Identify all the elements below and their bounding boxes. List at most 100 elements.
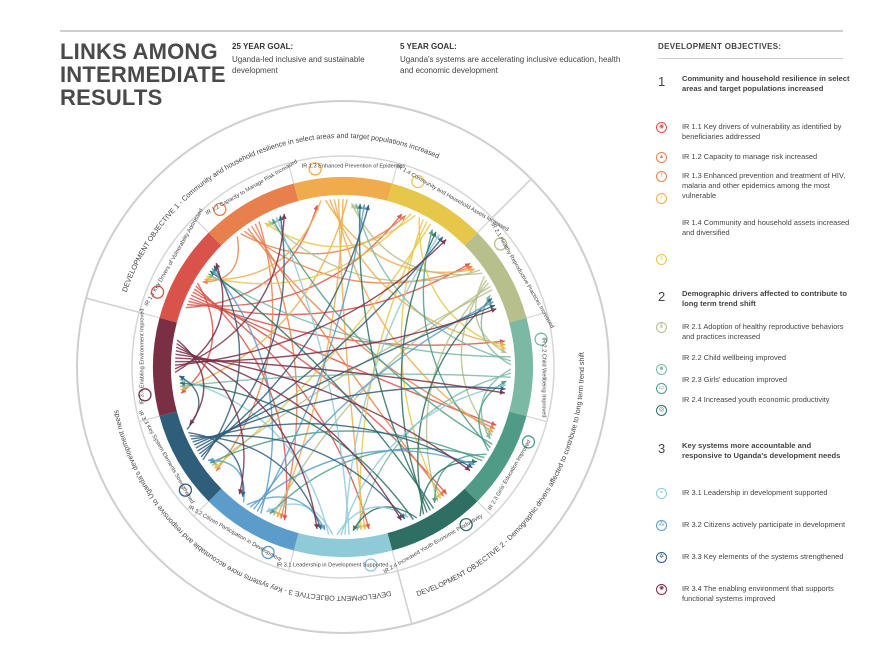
legend-item-label: IR 2.2 Child wellbeing improved bbox=[682, 353, 786, 362]
ir-icon-badge bbox=[534, 332, 548, 346]
sun-icon: ✺ bbox=[656, 584, 667, 595]
ir-link-arrowhead bbox=[490, 421, 497, 426]
ir-link-arrowhead bbox=[500, 348, 507, 353]
ir-link bbox=[180, 198, 349, 391]
legend-item-label: IR 2.1 Adoption of healthy reproductive … bbox=[682, 322, 844, 341]
legend-item-label: IR 3.4 The enabling environment that sup… bbox=[682, 584, 834, 603]
ir-link bbox=[186, 213, 403, 307]
book-icon: ▭ bbox=[656, 383, 667, 394]
ir-link-arrowhead bbox=[275, 217, 281, 223]
ir-link-arrowhead bbox=[489, 304, 495, 310]
objective-number: 2 bbox=[658, 289, 666, 304]
ir-link-arrowhead bbox=[490, 307, 497, 313]
goal-25-text: Uganda-led inclusive and sustainable dev… bbox=[232, 55, 365, 75]
ir-link-arrowhead bbox=[266, 507, 272, 512]
ir-link bbox=[422, 229, 491, 449]
ir-link-arrowhead bbox=[202, 279, 208, 285]
ir-link-arrowhead bbox=[396, 213, 402, 220]
ir-link-arrowhead bbox=[320, 524, 326, 531]
ir-link bbox=[189, 435, 322, 530]
legend-item-label: IR 3.2 Citizens actively participate in … bbox=[682, 520, 846, 529]
legend-divider bbox=[658, 58, 843, 59]
title-line-3: RESULTS bbox=[60, 85, 163, 110]
ir-link-arrowhead bbox=[500, 385, 506, 392]
ir-link-arrowhead bbox=[399, 513, 405, 519]
legend-title: DEVELOPMENT OBJECTIVES: bbox=[658, 42, 782, 51]
ir-link bbox=[256, 204, 366, 512]
segment-spoke bbox=[193, 217, 210, 234]
ir-link bbox=[176, 339, 205, 426]
ir-segment-ir1-4 bbox=[387, 183, 478, 246]
ir-link bbox=[249, 449, 475, 508]
ir-link-arrowhead bbox=[208, 457, 214, 463]
ir-link-arrowhead bbox=[434, 234, 440, 240]
ir-link-arrowhead bbox=[181, 388, 187, 394]
ir-link-arrowhead bbox=[469, 460, 475, 466]
ir-segment-ir2-4 bbox=[387, 488, 478, 551]
ir-link-arrowhead bbox=[357, 203, 363, 210]
ir-link bbox=[191, 434, 406, 520]
ir-link-arrowhead bbox=[313, 523, 319, 529]
goal-5-text: Uganda's systems are accelerating inclus… bbox=[400, 55, 621, 75]
ir-link-arrowhead bbox=[471, 458, 477, 465]
ir-link bbox=[211, 267, 274, 514]
ir-link-arrowhead bbox=[279, 513, 285, 519]
family-icon: ⅱ bbox=[656, 322, 667, 333]
ir-link bbox=[243, 230, 473, 284]
goal-5-label: 5 YEAR GOAL: bbox=[400, 42, 457, 51]
objective-number: 3 bbox=[658, 441, 666, 456]
segment-spoke bbox=[526, 311, 547, 319]
ir-link bbox=[206, 213, 412, 285]
ir-link-arrowhead bbox=[189, 419, 195, 425]
ir-segment-ir2-1 bbox=[464, 232, 527, 323]
ir-link-arrowhead bbox=[238, 488, 244, 495]
ir-link-arrowhead bbox=[355, 524, 361, 531]
ir-link bbox=[208, 459, 245, 503]
ir-icon-badge bbox=[308, 162, 322, 176]
legend-item-label: IR 1.2 Capacity to manage risk increased bbox=[682, 152, 818, 161]
ir-link-arrowhead bbox=[500, 341, 506, 347]
legend-item-label: IR 2.4 Increased youth economic producti… bbox=[682, 395, 830, 404]
ir-link-arrowhead bbox=[214, 265, 219, 272]
segment-spoke bbox=[526, 415, 547, 423]
ir-link bbox=[265, 503, 334, 536]
segment-spoke bbox=[391, 550, 399, 571]
ir-segment-label: IR 3.4 Enabling Environment Improved bbox=[139, 308, 145, 404]
ir-link bbox=[333, 199, 494, 433]
title-line-2: INTERMEDIATE bbox=[60, 62, 226, 87]
ir-link-arrowhead bbox=[353, 525, 358, 531]
ir-link bbox=[275, 216, 350, 535]
objective-divider bbox=[85, 297, 140, 314]
ir-link bbox=[400, 231, 437, 513]
ir-link bbox=[271, 218, 493, 445]
segment-spoke bbox=[391, 163, 399, 184]
ir-segments bbox=[153, 177, 533, 557]
objective-number: 1 bbox=[658, 74, 666, 89]
ir-link bbox=[340, 384, 507, 536]
ir-link-arrowhead bbox=[264, 222, 271, 228]
ir-link-arrowhead bbox=[282, 514, 288, 521]
child-icon: ☻ bbox=[656, 364, 667, 375]
ir-link-arrowhead bbox=[441, 488, 447, 495]
ir-icon-badge bbox=[138, 388, 152, 402]
ir-links bbox=[174, 198, 512, 536]
ir-link-arrowhead bbox=[278, 215, 284, 221]
ir-link bbox=[200, 215, 285, 458]
ir-icon-badge bbox=[150, 285, 165, 299]
ir-segment-ir1-2 bbox=[208, 183, 299, 246]
ir-link-arrowhead bbox=[273, 509, 279, 516]
ir-link bbox=[174, 239, 447, 366]
objective-divider bbox=[396, 570, 413, 625]
ir-link-arrowhead bbox=[466, 463, 473, 468]
ir-link bbox=[179, 378, 330, 535]
ir-link bbox=[268, 220, 481, 282]
objective-text: Demographic drivers affected to contribu… bbox=[682, 289, 847, 308]
ir-link-arrowhead bbox=[500, 381, 507, 386]
objective-divider bbox=[491, 178, 532, 219]
goal-25-year: 25 YEAR GOAL: Uganda-led inclusive and s… bbox=[232, 41, 372, 76]
ir-segment-ir3-2 bbox=[208, 488, 299, 551]
segment-spoke bbox=[287, 550, 295, 571]
page-title: LINKS AMONG INTERMEDIATE RESULTS bbox=[60, 40, 230, 109]
